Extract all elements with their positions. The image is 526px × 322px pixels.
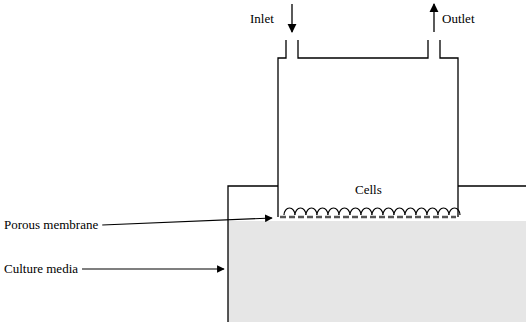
culture-chamber: Cells bbox=[278, 40, 458, 217]
porous-membrane bbox=[280, 216, 456, 219]
cell bbox=[372, 208, 383, 215]
cell bbox=[295, 208, 306, 215]
chamber-wall bbox=[278, 40, 458, 217]
cell bbox=[350, 208, 361, 215]
cell bbox=[394, 208, 405, 215]
cell bbox=[427, 208, 438, 215]
inlet-label: Inlet bbox=[250, 12, 274, 26]
cell bbox=[306, 208, 317, 215]
cell-layer bbox=[284, 208, 460, 215]
cell bbox=[317, 208, 328, 215]
media-label: Culture media bbox=[4, 262, 78, 276]
inlet-arrow bbox=[291, 4, 292, 32]
cell bbox=[405, 208, 416, 215]
membrane-label: Porous membrane bbox=[4, 218, 98, 232]
cells-label: Cells bbox=[355, 183, 382, 197]
cell bbox=[416, 208, 427, 215]
culture-media-fill bbox=[228, 221, 526, 322]
outlet-arrow bbox=[433, 4, 434, 32]
cell bbox=[361, 208, 372, 215]
membrane-leader bbox=[102, 218, 272, 225]
well-wall bbox=[228, 186, 526, 322]
cell bbox=[438, 208, 449, 215]
media-leader bbox=[82, 268, 224, 269]
outlet-label: Outlet bbox=[442, 12, 475, 26]
cell bbox=[284, 208, 295, 215]
cell bbox=[339, 208, 350, 215]
cell bbox=[328, 208, 339, 215]
cell bbox=[383, 208, 394, 215]
